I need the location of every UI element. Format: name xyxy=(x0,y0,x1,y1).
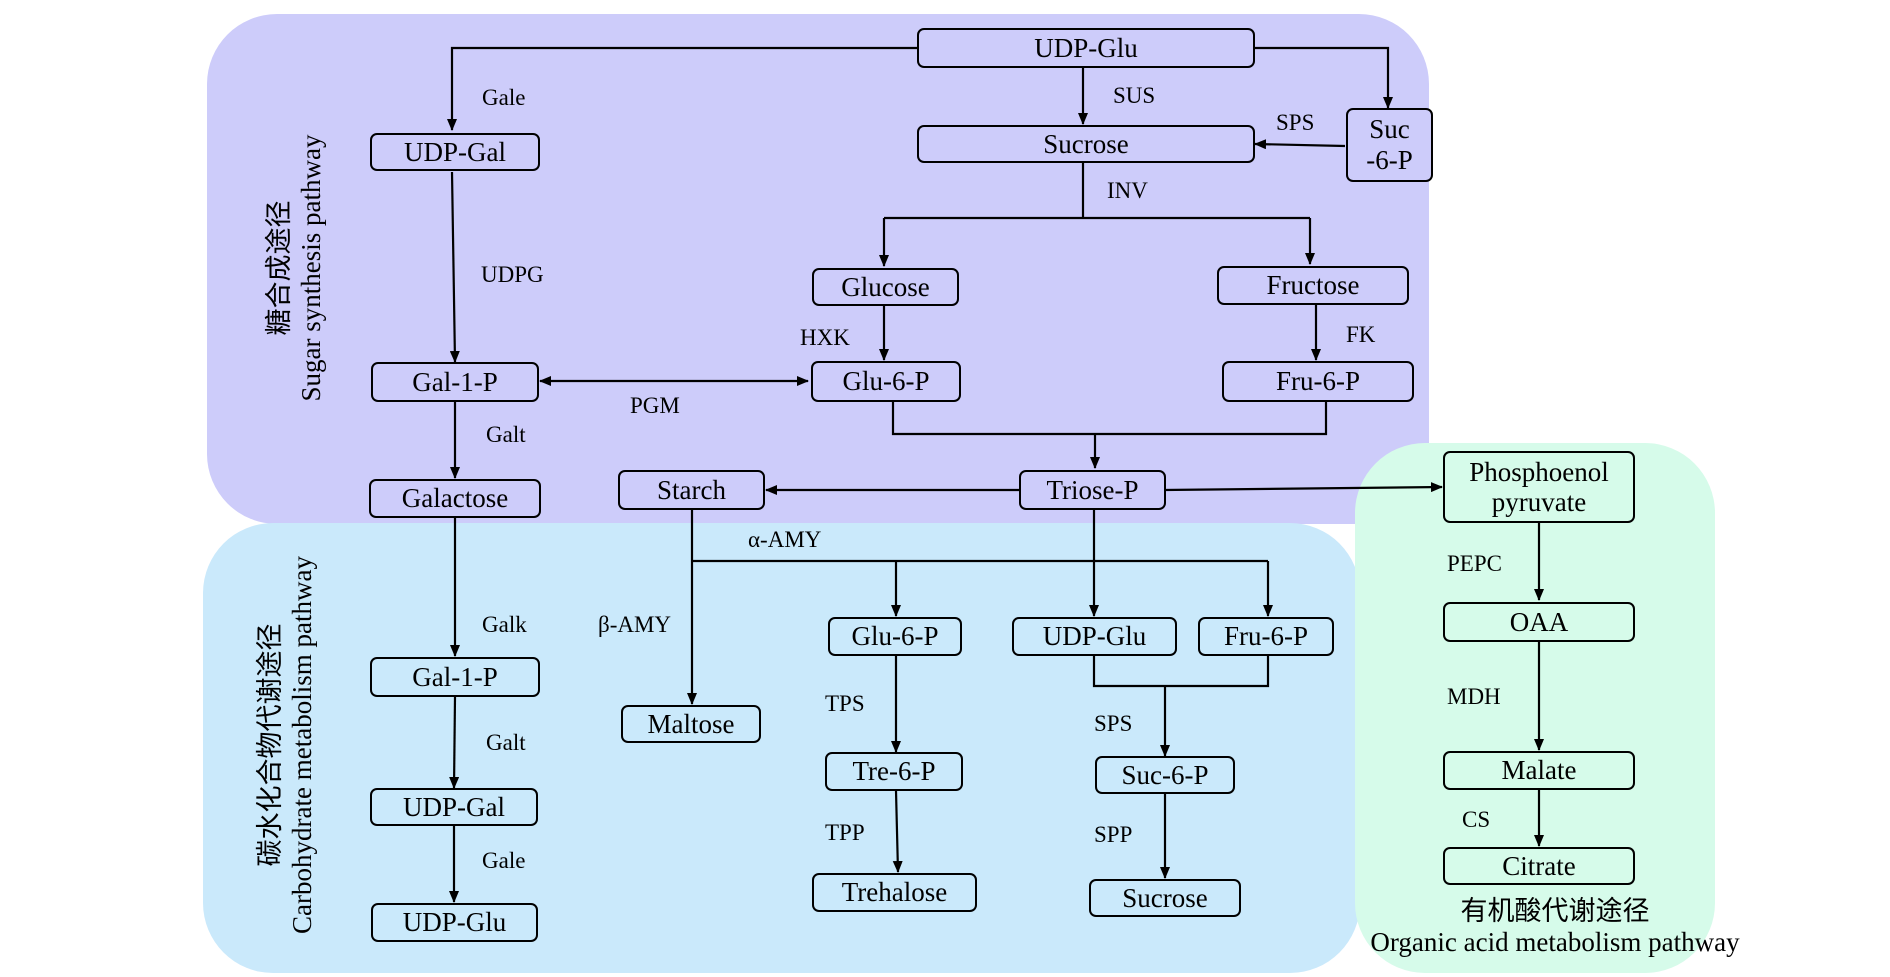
node-starch: Starch xyxy=(618,470,765,510)
node-udp-glu-bottom: UDP-Glu xyxy=(371,903,538,942)
sugar-region-label: 糖合成途径 Sugar synthesis pathway xyxy=(263,135,327,402)
enzyme-udpg: UDPG xyxy=(481,262,544,287)
node-gal1p-top: Gal-1-P xyxy=(371,362,539,402)
node-fru6p-bottom: Fru-6-P xyxy=(1198,617,1334,656)
organic-acid-region-label-en: Organic acid metabolism pathway xyxy=(1370,927,1740,957)
enzyme-sps-top: SPS xyxy=(1276,110,1315,135)
enzyme-galt-bottom: Galt xyxy=(486,730,526,755)
node-gal1p-bottom: Gal-1-P xyxy=(370,657,540,697)
sugar-region-label-cn: 糖合成途径 xyxy=(264,200,294,336)
enzyme-inv: INV xyxy=(1107,178,1148,203)
enzyme-galk: Galk xyxy=(482,612,527,637)
enzyme-gale-bottom: Gale xyxy=(482,848,526,873)
enzyme-gale-top: Gale xyxy=(482,85,526,110)
node-glu6p-top: Glu-6-P xyxy=(811,361,961,402)
node-fructose: Fructose xyxy=(1217,266,1409,305)
node-glu6p-bottom: Glu-6-P xyxy=(828,617,962,656)
node-udp-gal-top: UDP-Gal xyxy=(370,133,540,171)
enzyme-sus: SUS xyxy=(1113,83,1156,108)
node-trehalose: Trehalose xyxy=(812,873,977,912)
carbohydrate-region-label-cn: 碳水化合物代谢途径 xyxy=(255,623,285,867)
enzyme-tps: TPS xyxy=(825,691,865,716)
enzyme-beta-amy: β-AMY xyxy=(598,612,672,637)
node-udp-gal-bottom: UDP-Gal xyxy=(370,788,538,826)
node-malate: Malate xyxy=(1443,751,1635,790)
node-citrate: Citrate xyxy=(1443,847,1635,885)
enzyme-fk: FK xyxy=(1346,322,1376,347)
node-sucrose-top: Sucrose xyxy=(917,125,1255,163)
enzyme-sps-bottom: SPS xyxy=(1094,711,1133,736)
sugar-region-label-en: Sugar synthesis pathway xyxy=(296,134,326,402)
node-suc6p-bottom: Suc-6-P xyxy=(1095,756,1235,794)
enzyme-spp: SPP xyxy=(1094,822,1133,847)
node-fru6p-top: Fru-6-P xyxy=(1222,361,1414,402)
enzyme-mdh: MDH xyxy=(1447,684,1501,709)
enzyme-cs: CS xyxy=(1462,807,1491,832)
node-udp-glu-mid: UDP-Glu xyxy=(1012,617,1177,656)
node-galactose: Galactose xyxy=(369,479,541,518)
enzyme-galt-top: Galt xyxy=(486,422,526,447)
organic-acid-region-label: 有机酸代谢途径 Organic acid metabolism pathway xyxy=(1335,896,1775,958)
enzyme-pepc: PEPC xyxy=(1447,551,1502,576)
enzyme-tpp: TPP xyxy=(825,820,865,845)
enzyme-hxk: HXK xyxy=(800,325,850,350)
enzyme-alpha-amy: α-AMY xyxy=(748,527,822,552)
organic-acid-region-label-cn: 有机酸代谢途径 xyxy=(1460,896,1650,926)
node-sucrose-bottom: Sucrose xyxy=(1089,879,1241,917)
node-suc6p-top: Suc -6-P xyxy=(1346,108,1433,182)
node-glucose: Glucose xyxy=(812,268,959,306)
carbohydrate-region-label: 碳水化合物代谢途径 Carbohydrate metabolism pathwa… xyxy=(254,556,318,934)
node-maltose: Maltose xyxy=(621,705,761,743)
carbohydrate-region-label-en: Carbohydrate metabolism pathway xyxy=(287,556,317,934)
node-phosphoenol-pyruvate: Phosphoenol pyruvate xyxy=(1443,451,1635,523)
enzyme-pgm: PGM xyxy=(630,393,680,418)
node-udp-glu-top: UDP-Glu xyxy=(917,28,1255,68)
node-oaa: OAA xyxy=(1443,602,1635,642)
node-triose-p: Triose-P xyxy=(1019,470,1166,510)
node-tre6p: Tre-6-P xyxy=(825,752,963,791)
